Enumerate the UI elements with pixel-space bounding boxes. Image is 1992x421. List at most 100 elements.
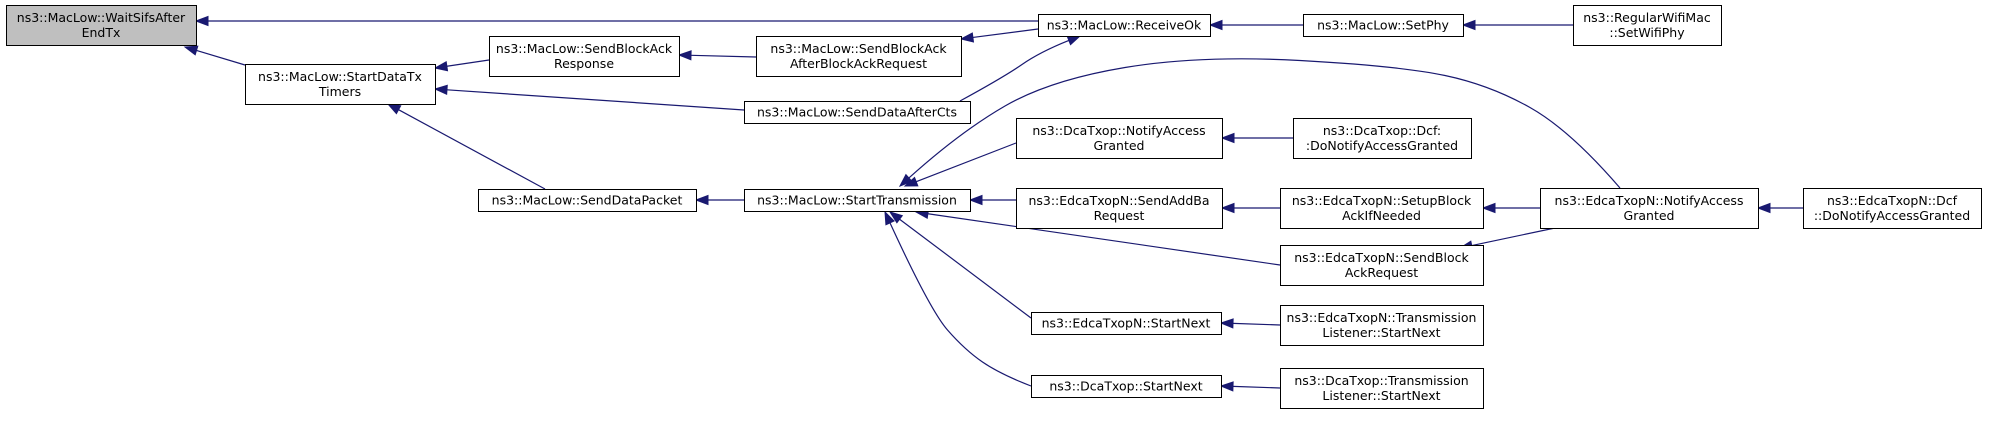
node-n20[interactable]: ns3::DcaTxop::TransmissionListener::Star… (1280, 368, 1484, 409)
node-n9[interactable]: ns3::MacLow::StartTransmission (744, 189, 971, 212)
node-label-line: ::DoNotifyAccessGranted (1814, 208, 1970, 223)
node-n18[interactable]: ns3::EdcaTxopN::TransmissionListener::St… (1280, 305, 1484, 346)
node-label-line: Listener::StartNext (1322, 325, 1440, 340)
node-label-line: ns3::MacLow::SendBlockAck (770, 41, 947, 56)
node-box[interactable] (744, 189, 971, 212)
node-box[interactable] (744, 101, 971, 124)
node-label-line: ns3::MacLow::SendDataPacket (492, 193, 683, 208)
arrowhead-icon (1066, 35, 1082, 46)
node-n4[interactable]: ns3::RegularWifiMac::SetWifiPhy (1573, 5, 1722, 46)
node-box[interactable] (1573, 5, 1722, 46)
node-box[interactable] (1016, 118, 1223, 159)
arrowhead-icon (677, 50, 692, 61)
node-label-line: ns3::RegularWifiMac (1583, 10, 1711, 25)
node-box[interactable] (489, 36, 680, 77)
arrowhead-icon (1208, 19, 1223, 31)
arrowhead-icon (884, 210, 895, 226)
node-n3[interactable]: ns3::MacLow::SetPhy (1303, 14, 1464, 37)
node-box[interactable] (1038, 14, 1211, 37)
edge-line (908, 58, 1621, 189)
edge-line (1232, 385, 1281, 389)
edge-n17-to-n9 (888, 211, 1032, 319)
node-label-line: Request (1094, 208, 1145, 223)
node-box[interactable] (1293, 118, 1472, 159)
edge-n14-to-n9 (898, 58, 1621, 189)
arrowhead-icon (1481, 202, 1496, 214)
edge-line (915, 142, 1017, 183)
node-box[interactable] (1280, 245, 1484, 286)
node-n10[interactable]: ns3::DcaTxop::NotifyAccessGranted (1016, 118, 1223, 159)
node-box[interactable] (478, 189, 697, 212)
arrowhead-icon (1220, 202, 1235, 214)
edge-n8-to-n1 (386, 103, 546, 190)
node-box[interactable] (1031, 375, 1222, 398)
edge-n1-to-n0 (183, 45, 246, 66)
node-label-line: Granted (1624, 208, 1675, 223)
node-label-line: ns3::MacLow::SendDataAfterCts (757, 105, 957, 120)
node-n11[interactable]: ns3::DcaTxop::Dcf::DoNotifyAccessGranted (1293, 118, 1472, 159)
arrowhead-icon (1756, 202, 1771, 214)
node-box[interactable] (756, 36, 962, 77)
edge-n19-to-n9 (884, 210, 1032, 387)
call-edges (183, 15, 1803, 392)
node-label-line: ns3::MacLow::StartDataTx (258, 69, 422, 84)
edge-n13-to-n12 (1220, 202, 1280, 214)
edge-line (446, 89, 745, 111)
node-label-line: ns3::DcaTxop::StartNext (1049, 379, 1202, 394)
node-n8[interactable]: ns3::MacLow::SendDataPacket (478, 189, 697, 212)
node-n2[interactable]: ns3::MacLow::ReceiveOk (1038, 14, 1211, 37)
edge-line (959, 39, 1070, 102)
node-box[interactable] (1280, 368, 1484, 409)
node-label-line: ns3::MacLow::SetPhy (1317, 18, 1449, 33)
edge-n7-to-n1 (433, 84, 745, 111)
arrowhead-icon (1219, 381, 1234, 392)
node-box[interactable] (1016, 188, 1223, 229)
node-label-line: ns3::MacLow::ReceiveOk (1047, 18, 1202, 33)
node-n14[interactable]: ns3::EdcaTxopN::NotifyAccessGranted (1540, 188, 1759, 229)
node-label-line: ns3::EdcaTxopN::Dcf (1827, 193, 1958, 208)
edge-n10-to-n9 (903, 142, 1017, 187)
edge-line (889, 222, 1032, 387)
node-label-line: ns3::EdcaTxopN::NotifyAccess (1555, 193, 1744, 208)
node-n19[interactable]: ns3::DcaTxop::StartNext (1031, 375, 1222, 398)
edge-line (196, 49, 246, 66)
node-box[interactable] (1803, 188, 1982, 229)
node-n7[interactable]: ns3::MacLow::SendDataAfterCts (744, 101, 971, 124)
node-label-line: ns3::EdcaTxopN::StartNext (1042, 316, 1211, 331)
node-label-line: EndTx (82, 25, 121, 40)
node-box[interactable] (1031, 312, 1222, 335)
node-label-line: ns3::MacLow::SendBlockAck (496, 41, 673, 56)
node-box[interactable] (1280, 188, 1484, 229)
root-node-box[interactable] (6, 5, 197, 46)
node-label-line: AckRequest (1345, 265, 1418, 280)
node-label-line: ns3::DcaTxop::Transmission (1294, 373, 1468, 388)
node-label-line: Response (554, 56, 614, 71)
node-n6[interactable]: ns3::MacLow::SendBlockAckAfterBlockAckRe… (756, 36, 962, 77)
edge-n15-to-n14 (1756, 202, 1803, 214)
arrowhead-icon (1220, 132, 1235, 144)
arrowhead-icon (433, 84, 448, 96)
node-box[interactable] (1540, 188, 1759, 229)
edge-n14-to-n13 (1481, 202, 1540, 214)
node-label-line: AckIfNeeded (1342, 208, 1421, 223)
arrowhead-icon (183, 45, 199, 56)
node-box[interactable] (1280, 305, 1484, 346)
node-n17[interactable]: ns3::EdcaTxopN::StartNext (1031, 312, 1222, 335)
edge-n11-to-n10 (1220, 132, 1293, 144)
edge-line (446, 59, 490, 67)
node-box[interactable] (245, 64, 436, 105)
node-label-line: ns3::EdcaTxopN::SendBlock (1294, 250, 1469, 265)
arrowhead-icon (898, 173, 913, 187)
edge-line (972, 28, 1039, 39)
node-box[interactable] (1303, 14, 1464, 37)
arrowhead-icon (968, 194, 983, 206)
node-label-line: ::SetWifiPhy (1609, 25, 1685, 40)
edge-n5-to-n1 (433, 59, 490, 72)
node-n15[interactable]: ns3::EdcaTxopN::Dcf::DoNotifyAccessGrant… (1803, 188, 1982, 229)
